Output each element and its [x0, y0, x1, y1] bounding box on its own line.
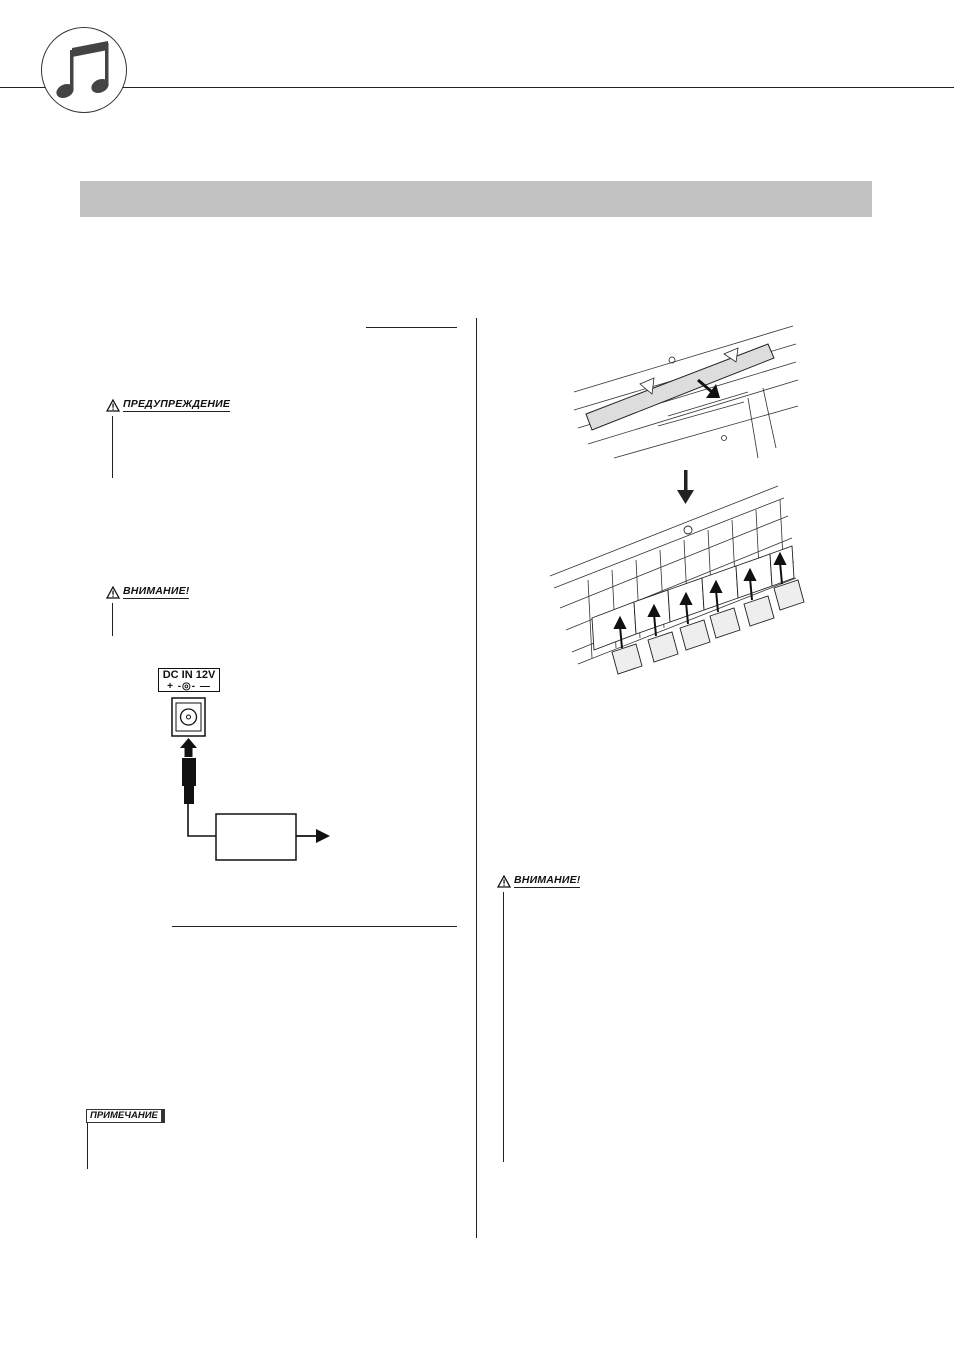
warning-callout-label: ПРЕДУПРЕЖДЕНИЕ: [106, 398, 231, 412]
caution-callout-label-right: ВНИМАНИЕ!: [497, 874, 581, 888]
music-note-badge: [41, 27, 127, 113]
dc-in-label: DC IN 12V: [162, 669, 216, 681]
warning-triangle-icon: [497, 874, 511, 888]
caution-callout-bar-right: [503, 892, 504, 1162]
dc-adapter-illustration: DC IN 12V + -◎- —: [158, 668, 348, 868]
caution-label-text-right: ВНИМАНИЕ!: [514, 874, 581, 888]
note-tag: ПРИМЕЧАНИЕ: [86, 1109, 165, 1123]
note-callout-bar: [87, 1123, 88, 1169]
dc-in-polarity: + -◎- —: [167, 681, 211, 692]
battery-install-diagram: [549, 325, 805, 675]
caution-label-text-left: ВНИМАНИЕ!: [123, 585, 190, 599]
subheading-rule-batteries: [172, 926, 457, 927]
warning-triangle-icon: [106, 585, 120, 599]
warning-triangle-icon: [106, 398, 120, 412]
dc-in-label-box: DC IN 12V + -◎- —: [158, 668, 220, 692]
column-divider: [476, 318, 477, 1238]
warning-callout-bar: [112, 416, 113, 478]
subheading-rule-power-adapter: [366, 327, 457, 328]
battery-compartment-illustration: [548, 318, 808, 688]
warning-label-text: ПРЕДУПРЕЖДЕНИЕ: [123, 398, 231, 412]
caution-callout-label-left: ВНИМАНИЕ!: [106, 585, 190, 599]
header-rule: [0, 87, 954, 88]
section-title-band: [80, 181, 872, 217]
caution-callout-bar-left: [112, 603, 113, 636]
music-note-icon: [56, 41, 109, 99]
dc-plug-diagram: [171, 697, 330, 861]
